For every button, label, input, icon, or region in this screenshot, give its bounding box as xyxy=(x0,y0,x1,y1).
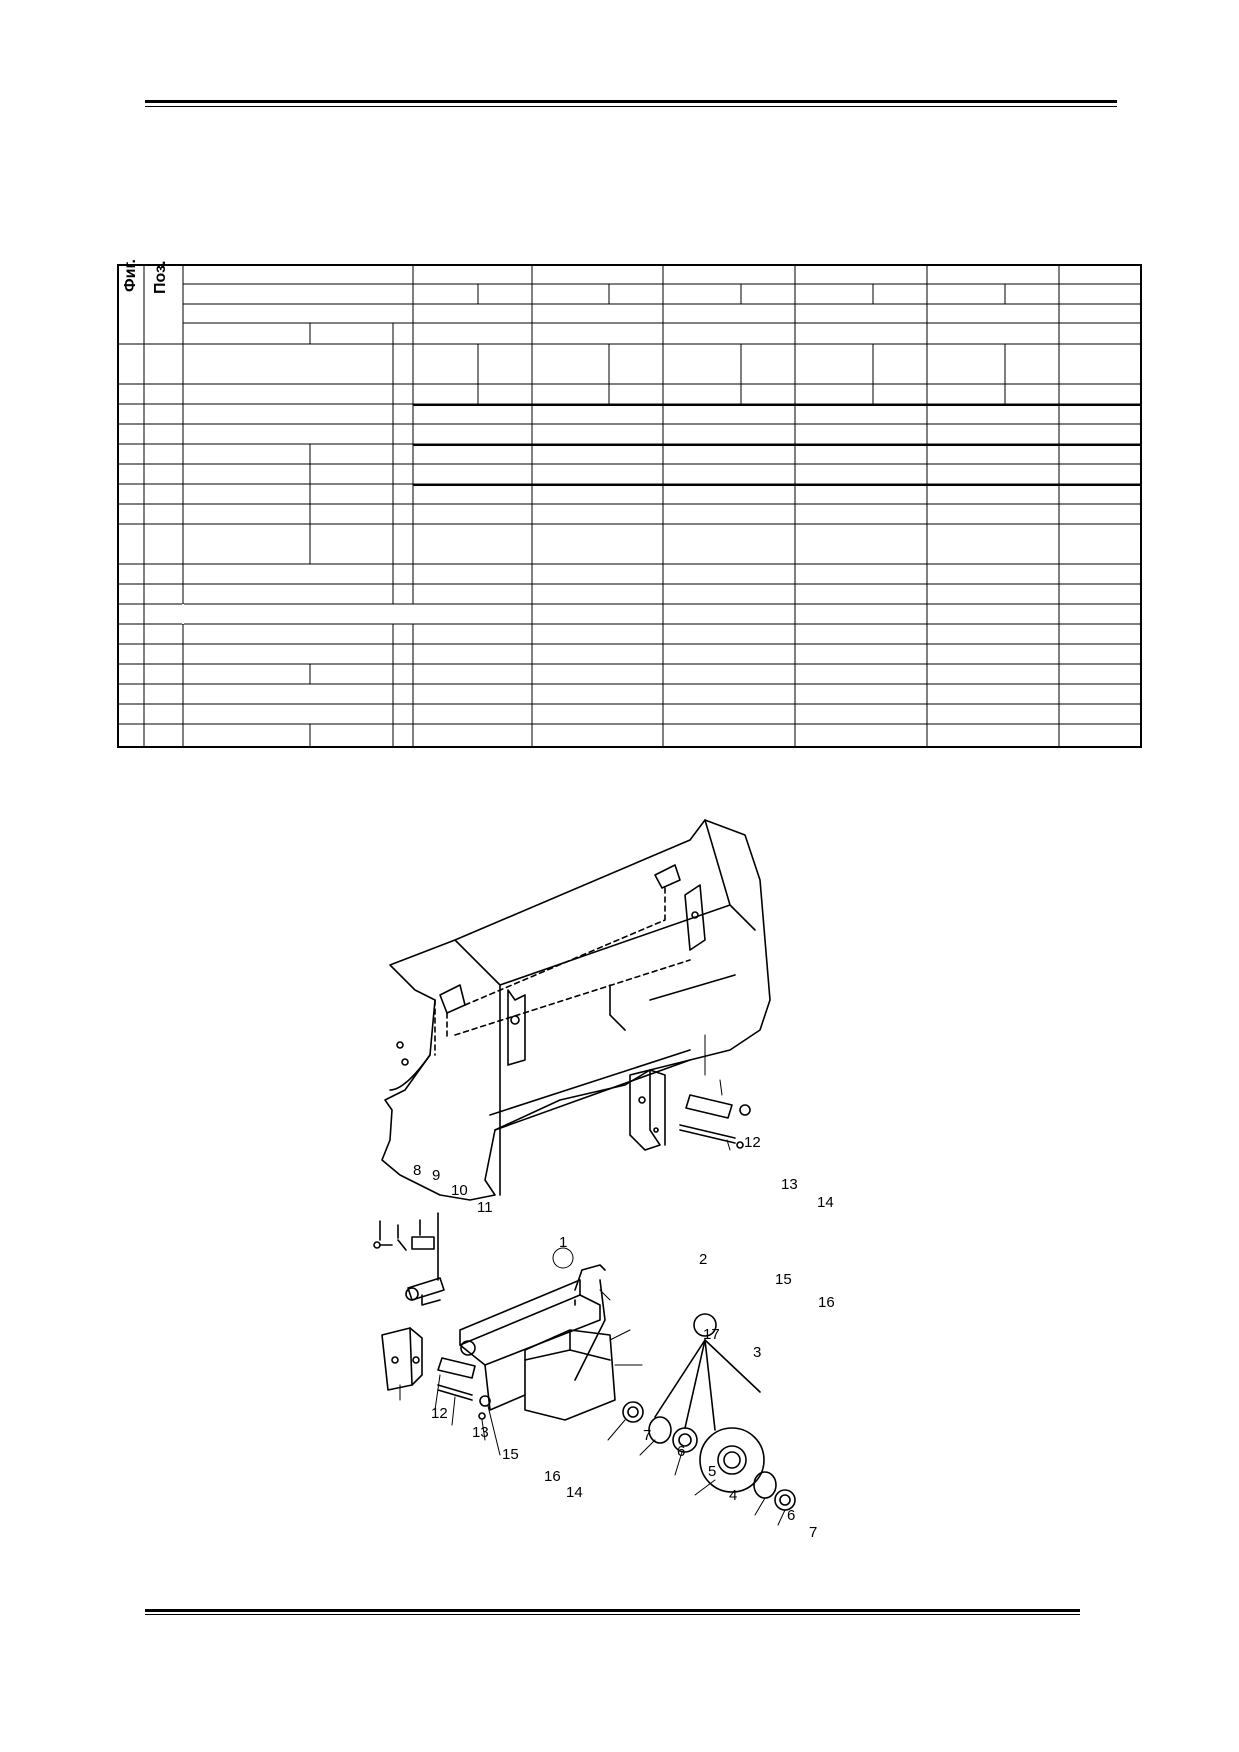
parts-8-11 xyxy=(373,1212,445,1306)
callout-7-right: 7 xyxy=(809,1524,818,1541)
top-rule xyxy=(145,100,1117,103)
exploded-diagram xyxy=(373,819,796,1526)
callout-1: 1 xyxy=(559,1234,568,1251)
parts-table xyxy=(117,264,1142,748)
slide-assembly xyxy=(459,1264,606,1411)
callout-9: 9 xyxy=(432,1167,441,1184)
gear-assembly xyxy=(622,1313,796,1511)
callout-17: 17 xyxy=(703,1326,720,1343)
callout-7-left: 7 xyxy=(643,1427,652,1444)
callout-5: 5 xyxy=(708,1463,717,1480)
callout-8: 8 xyxy=(413,1162,422,1179)
bottom-rule-thin xyxy=(145,1614,1080,1615)
callout-10: 10 xyxy=(451,1182,468,1199)
callout-6-right: 6 xyxy=(787,1507,796,1524)
callout-13-left: 13 xyxy=(472,1424,489,1441)
callout-13-right: 13 xyxy=(781,1176,798,1193)
callout-11: 11 xyxy=(477,1199,493,1216)
top-rule-thin xyxy=(145,106,1117,107)
header-pos: Поз. xyxy=(152,260,169,294)
callout-16-right: 16 xyxy=(818,1294,835,1311)
callout-15-left: 15 xyxy=(502,1446,519,1463)
callout-16-left: 16 xyxy=(544,1468,561,1485)
callout-12-right: 12 xyxy=(744,1134,761,1151)
parts-12-16-left xyxy=(381,1327,491,1420)
callout-15-right: 15 xyxy=(775,1271,792,1288)
parts-12-16-right xyxy=(629,1069,751,1151)
callout-2: 2 xyxy=(699,1251,708,1268)
callout-3: 3 xyxy=(753,1344,762,1361)
callout-4: 4 xyxy=(729,1487,738,1504)
part-17 xyxy=(524,1329,616,1421)
header-fig: Фиг. xyxy=(122,259,139,292)
machine-arm xyxy=(381,819,771,1201)
callout-6-left: 6 xyxy=(677,1443,686,1460)
callout-14-left: 14 xyxy=(566,1484,583,1501)
bottom-rule xyxy=(145,1609,1080,1612)
callout-12-left: 12 xyxy=(431,1405,448,1422)
callout-14-right: 14 xyxy=(817,1194,834,1211)
